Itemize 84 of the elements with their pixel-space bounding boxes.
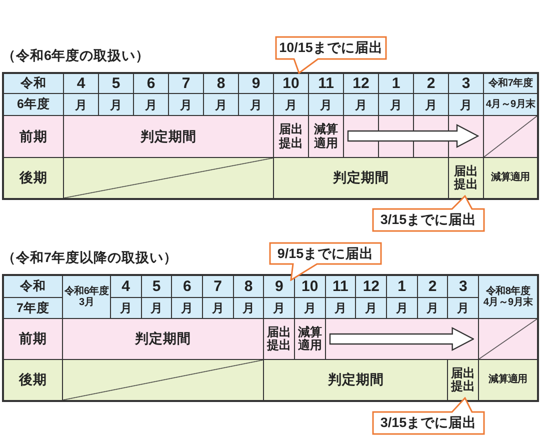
cell-text: 月 bbox=[120, 302, 132, 314]
cell-text: 7 bbox=[182, 76, 190, 91]
cell-text: 判定期間 bbox=[140, 130, 196, 144]
cell-text: 減算適用 bbox=[314, 123, 338, 150]
cell-text: 月 bbox=[273, 302, 286, 314]
cell-text: 令和 bbox=[20, 280, 46, 293]
callout-text: 9/15までに届出 bbox=[277, 246, 374, 260]
cell-text: 6 bbox=[146, 76, 156, 91]
speech-bubble bbox=[269, 242, 382, 281]
cell-text: 4月～9月末 bbox=[483, 297, 533, 308]
callout-text: 10/15までに届出 bbox=[279, 41, 383, 55]
cell-text: 11 bbox=[318, 76, 334, 91]
cell-text: 3 bbox=[458, 279, 468, 294]
cell-text: 5 bbox=[152, 279, 161, 294]
cell-text: 月 bbox=[110, 98, 122, 110]
cell-text: 月 bbox=[150, 302, 162, 314]
cell-text: 令和7年度 bbox=[488, 78, 533, 90]
cell-text: 月 bbox=[250, 98, 262, 110]
cell-text: 令和8年度 bbox=[486, 286, 530, 296]
cell-text: 8 bbox=[216, 76, 226, 91]
cell-text: 月 bbox=[304, 302, 316, 314]
speech-bubble bbox=[275, 36, 387, 74]
cell-text: 11 bbox=[332, 279, 348, 294]
cell-text: 令和6年度 bbox=[64, 286, 109, 297]
cell-text: 月 bbox=[212, 302, 224, 314]
cell-text: 7 bbox=[214, 279, 222, 294]
cell-text: 月 bbox=[426, 302, 438, 314]
callout-text: 3/15までに届出 bbox=[380, 416, 477, 430]
cell-text: 月 bbox=[390, 98, 402, 110]
cell-text: 届出提出 bbox=[279, 123, 303, 150]
cell-text: 減算適用 bbox=[488, 374, 528, 386]
section-heading: （令和6年度の取扱い） bbox=[2, 49, 150, 62]
cell-text: 届出提出 bbox=[267, 326, 292, 352]
cell-text: 判定期間 bbox=[328, 373, 384, 387]
cell-text: 月 bbox=[181, 302, 194, 314]
cell-text: 届出提出 bbox=[451, 366, 476, 394]
cell-text: 9 bbox=[274, 279, 284, 294]
cell-text: 月 bbox=[425, 98, 437, 110]
speech-bubble bbox=[372, 397, 485, 435]
cell-text: 判定期間 bbox=[135, 332, 192, 346]
section-heading: （令和7年度以降の取扱い） bbox=[2, 251, 178, 264]
cell-text: 12 bbox=[352, 76, 370, 91]
cell-text: 1 bbox=[392, 76, 400, 91]
cell-text: 3 bbox=[462, 76, 470, 91]
cell-text: 月 bbox=[460, 98, 472, 110]
cell-text: 月 bbox=[457, 302, 470, 314]
cell-text: 2 bbox=[426, 76, 436, 91]
cell-text: 月 bbox=[396, 302, 408, 314]
callout-text: 3/15までに届出 bbox=[380, 213, 477, 227]
cell-text: 月 bbox=[285, 98, 297, 110]
cell-text: 月 bbox=[215, 98, 227, 110]
cell-text: 4 bbox=[76, 76, 86, 91]
cell-text: 月 bbox=[334, 302, 346, 314]
cell-text: 減算適用 bbox=[298, 326, 322, 352]
cell-text: 月 bbox=[355, 98, 367, 110]
cell-text: 9 bbox=[252, 76, 260, 91]
speech-bubble bbox=[372, 195, 485, 232]
cell-text: 月 bbox=[242, 302, 254, 314]
cell-text: 5 bbox=[112, 76, 120, 91]
cell-text: 後期 bbox=[19, 373, 47, 387]
cell-text: 6 bbox=[182, 279, 192, 294]
cell-text: 4 bbox=[122, 279, 130, 294]
cell-text: 月 bbox=[320, 98, 332, 110]
cell-text: 前期 bbox=[20, 130, 48, 144]
cell-text: 月 bbox=[180, 98, 192, 110]
cell-text: 月 bbox=[75, 98, 87, 110]
cell-text: 10 bbox=[301, 279, 318, 294]
cell-text: 月 bbox=[145, 98, 157, 110]
cell-text: 後期 bbox=[20, 171, 48, 185]
cell-text: 減算適用 bbox=[491, 172, 530, 184]
cell-text: 12 bbox=[362, 279, 380, 294]
cell-text: 1 bbox=[398, 279, 406, 294]
cell-text: 月 bbox=[365, 302, 378, 314]
cell-text: 前期 bbox=[19, 332, 47, 346]
cell-text: 届出提出 bbox=[454, 164, 478, 192]
cell-text: 7年度 bbox=[16, 302, 50, 314]
cell-text: 判定期間 bbox=[333, 171, 389, 185]
cell-text: 令和 bbox=[20, 77, 46, 90]
cell-text: 4月～9月末 bbox=[486, 98, 536, 110]
cell-text: 6年度 bbox=[17, 98, 50, 111]
cell-text: 10 bbox=[282, 76, 300, 91]
cell-text: 8 bbox=[244, 279, 253, 294]
cell-text: 3月 bbox=[79, 297, 94, 308]
cell-text: 2 bbox=[428, 279, 437, 294]
